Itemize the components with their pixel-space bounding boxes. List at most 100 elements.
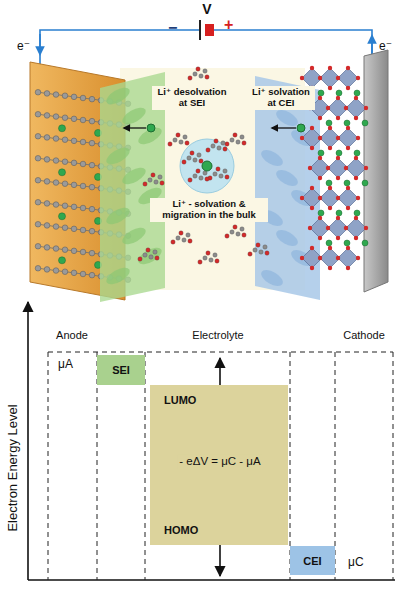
atom (199, 176, 203, 180)
carbon-atom (62, 225, 68, 231)
oxygen-atom (364, 226, 368, 230)
oxygen-atom (344, 106, 348, 110)
atom (230, 230, 234, 234)
oxygen-atom (336, 96, 340, 100)
oxygen-atom (326, 166, 330, 170)
solvent-molecule (206, 139, 227, 152)
oxygen-atom (310, 146, 314, 150)
solvent-molecule (138, 248, 159, 261)
atom (236, 140, 240, 144)
carbon-atom (71, 94, 77, 100)
lithium-ion (202, 161, 212, 171)
carbon-atom (35, 155, 41, 161)
carbon-atom (53, 246, 59, 252)
carbon-atom (80, 139, 86, 145)
carbon-atom (80, 95, 86, 101)
battery-plate (199, 20, 201, 40)
chemical-potential: μA (58, 358, 73, 372)
atom (149, 255, 153, 259)
atom (206, 148, 210, 152)
electron-arrow (371, 36, 373, 56)
oxygen-atom (346, 186, 350, 190)
atom (176, 236, 180, 240)
oxide-polyhedron (310, 218, 330, 238)
oxygen-atom (318, 156, 322, 160)
atom (225, 234, 229, 238)
carbon-atom (44, 91, 50, 97)
oxygen-atom (328, 206, 332, 210)
lithium-ion (326, 120, 332, 126)
atom (199, 74, 203, 78)
sei-grain (120, 164, 149, 187)
electron-label: e⁻ (17, 40, 30, 54)
oxygen-atom (354, 236, 358, 240)
carbon-atom (53, 202, 59, 208)
lithium-ion (147, 124, 155, 132)
oxide-polyhedron (328, 218, 348, 238)
region-divider (48, 352, 393, 353)
oxygen-atom (344, 226, 348, 230)
battery-sign: + (224, 16, 233, 34)
lithium-ion (318, 210, 324, 216)
lithium-ion (59, 169, 66, 176)
atom (221, 141, 225, 145)
carbon-atom (35, 243, 41, 249)
carbon-atom (80, 161, 86, 167)
atom (197, 153, 201, 157)
oxide-polyhedron (320, 68, 340, 88)
oxygen-atom (300, 196, 304, 200)
oxygen-atom (336, 156, 340, 160)
solvent-molecule (171, 231, 192, 244)
atom (240, 135, 244, 139)
lithium-ion (59, 125, 66, 132)
oxygen-atom (318, 176, 322, 180)
lithium-ion (362, 180, 368, 186)
carbon-atom (80, 183, 86, 189)
solvent-molecule (248, 243, 269, 256)
carbon-atom (80, 249, 86, 255)
oxygen-atom (336, 176, 340, 180)
atom (263, 245, 267, 249)
sei-grain (120, 224, 149, 247)
region-divider (48, 352, 49, 580)
oxygen-atom (346, 266, 350, 270)
oxygen-atom (336, 236, 340, 240)
oxide-polyhedron (338, 128, 358, 148)
oxygen-atom (318, 96, 322, 100)
lithium-ion (326, 180, 332, 186)
oxygen-atom (326, 226, 330, 230)
wire (214, 30, 372, 62)
atom (233, 225, 237, 229)
oxygen-atom (346, 66, 350, 70)
atom (155, 256, 159, 260)
carbon-atom (35, 111, 41, 117)
oxygen-atom (356, 76, 360, 80)
carbon-atom (62, 247, 68, 253)
oxygen-atom (310, 126, 314, 130)
oxygen-atom (346, 246, 350, 250)
oxygen-atom (336, 196, 340, 200)
lithium-ion (362, 120, 368, 126)
oxygen-atom (318, 256, 322, 260)
carbon-atom (44, 157, 50, 163)
oxygen-atom (354, 156, 358, 160)
lithium-ion (318, 150, 324, 156)
carbon-atom (44, 245, 50, 251)
atom (225, 175, 229, 179)
atom (188, 239, 192, 243)
atom (230, 138, 234, 142)
oxygen-atom (308, 226, 312, 230)
atom (205, 75, 209, 79)
migration-arrow (272, 127, 296, 128)
atom (160, 181, 164, 185)
oxide-polyhedron (302, 68, 322, 88)
solvent-molecule (188, 67, 209, 80)
lithium-ion (344, 240, 350, 246)
carbon-atom (71, 160, 77, 166)
cei-grain (274, 167, 301, 189)
layer-name: CEI (303, 555, 321, 567)
lithium-ion (318, 90, 324, 96)
carbon-atom (80, 205, 86, 211)
atom (143, 182, 147, 186)
carbon-atom (44, 179, 50, 185)
